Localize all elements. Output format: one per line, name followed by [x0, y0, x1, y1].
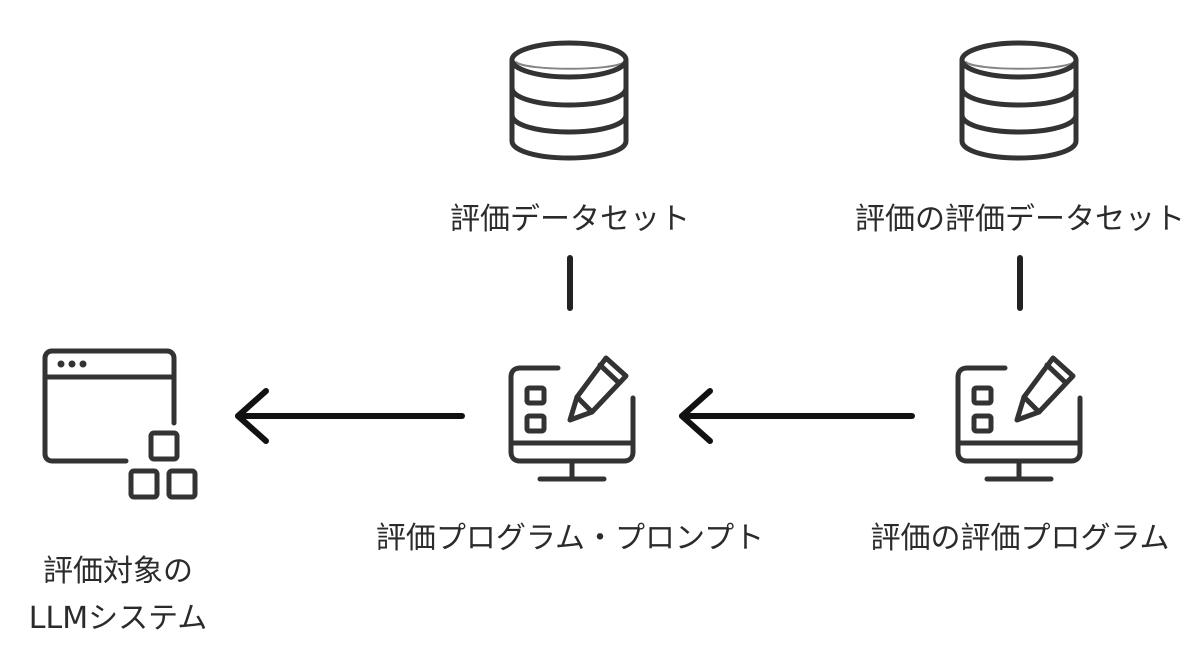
database-icon — [509, 40, 629, 161]
monitor-checklist-pencil-icon — [955, 355, 1083, 482]
dataset-connector-line — [567, 255, 573, 311]
meta-dataset-connector-line — [1017, 255, 1023, 311]
arrow-to-eval-program — [679, 388, 915, 444]
eval-program-label: 評価プログラム・プロンプト — [375, 521, 765, 556]
eval-dataset-label: 評価データセット — [450, 202, 690, 237]
monitor-checklist-pencil-icon — [508, 355, 636, 482]
meta-eval-dataset-label: 評価の評価データセット — [855, 202, 1185, 237]
meta-eval-program-label: 評価の評価プログラム — [870, 521, 1170, 556]
arrow-to-target-system — [235, 388, 465, 444]
database-icon — [959, 40, 1079, 161]
target-system-label-line2: LLMシステム — [28, 601, 208, 636]
app-window-blocks-icon — [42, 348, 198, 500]
target-system-label-line1: 評価対象の — [43, 554, 193, 589]
